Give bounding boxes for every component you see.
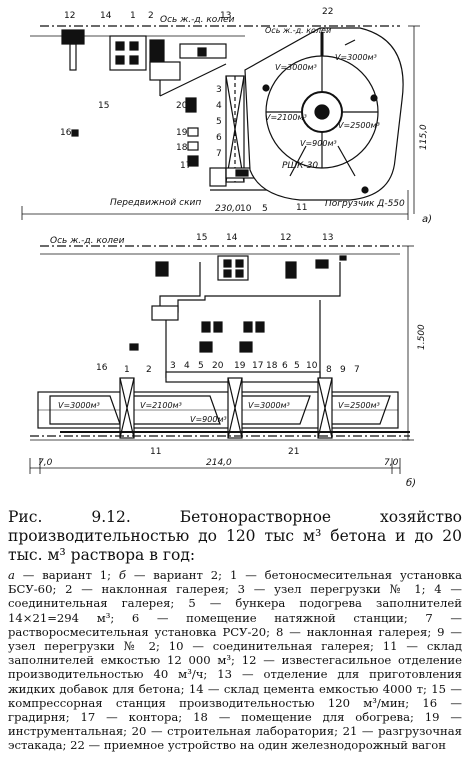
item-a-11: 11 — [296, 203, 307, 213]
item-a-18: 18 — [176, 143, 188, 153]
item-a-3: 3 — [216, 85, 222, 95]
storage-volume-a-4: V=2500м³ — [338, 121, 380, 130]
item-a-12: 12 — [64, 11, 75, 21]
item-a-5: 5 — [216, 117, 222, 127]
storage-volume-a-5: V=900м³ — [300, 139, 337, 148]
item-a-14: 14 — [100, 11, 112, 21]
dim-total-b: 214,0 — [206, 458, 232, 468]
figure-caption: Рис. 9.12. Бетонорастворное хозяйство пр… — [8, 508, 462, 564]
crane-label: РШК-30 — [282, 161, 318, 171]
dim-height-a: 115,0 — [419, 124, 429, 150]
rail-inner-label-a: Ось ж.-д. колеи — [265, 26, 331, 35]
item-a-7: 7 — [216, 149, 222, 159]
item-b-9: 9 — [340, 365, 346, 375]
item-b-8: 8 — [326, 365, 332, 375]
storage-volume-b-3: V=3000м³ — [248, 401, 290, 410]
item-b-1: 1 — [124, 365, 130, 375]
loader-label: Погрузчик Д-550 — [325, 199, 405, 209]
storage-volume-a-3: V=2100м³ — [265, 113, 307, 122]
item-b-2: 2 — [146, 365, 152, 375]
storage-volume-b-2: V=2100м³ — [140, 401, 182, 410]
item-b-6: 6 — [282, 361, 288, 371]
item-a-4: 4 — [216, 101, 222, 111]
figure-legend: а — вариант 1; б — вариант 2; 1 — бетоно… — [8, 568, 462, 753]
item-b-21: 21 — [288, 447, 299, 457]
variant-a-plan — [21, 25, 420, 220]
item-a-15: 15 — [98, 101, 109, 111]
building-12 — [61, 29, 85, 45]
rail-label-b: Ось ж.-д. колеи — [50, 236, 125, 246]
item-a-22: 22 — [322, 7, 333, 17]
variant-mark-a: а) — [422, 214, 432, 225]
item-b-5: 5 — [198, 361, 204, 371]
item-a-10: 10 — [240, 204, 252, 214]
dim-height-b: 1.500 — [417, 324, 427, 350]
item-a-20: 20 — [176, 101, 188, 111]
legend-variant-b-mark: б — [118, 568, 126, 582]
dim-left-b: 7,0 — [38, 458, 53, 468]
item-b-13: 13 — [322, 233, 333, 243]
item-b-17: 17 — [252, 361, 263, 371]
storage-volume-b-5: V=900м³ — [190, 415, 227, 424]
item-a-13: 13 — [220, 11, 231, 21]
dim-right-b: 7,0 — [384, 458, 399, 468]
storage-volume-a-2: V=3000м³ — [335, 53, 377, 62]
legend-variant-a-mark: а — [8, 568, 15, 582]
item-a-19: 19 — [176, 128, 188, 138]
variant-b-labels: Ось ж.-д. колеи V=3000м³ V=2100м³ V=3000… — [38, 233, 427, 489]
item-b-14: 14 — [226, 233, 238, 243]
item-a-17: 17 — [180, 161, 191, 171]
item-a-1: 1 — [130, 11, 136, 21]
item-b-7: 7 — [354, 365, 360, 375]
item-a-16: 16 — [60, 128, 72, 138]
rail-label-a: Ось ж.-д. колеи — [160, 15, 235, 25]
variant-b-plan — [29, 245, 414, 474]
item-b-19: 19 — [234, 361, 246, 371]
variant-a-labels: Ось ж.-д. колеи Ось ж.-д. колеи V=3000м³… — [60, 7, 432, 225]
item-b-5b: 5 — [294, 361, 300, 371]
legend-variant-b-text: — вариант 2; — [125, 568, 230, 582]
building-15-b — [155, 261, 169, 277]
item-a-5b: 5 — [262, 204, 268, 214]
storage-volume-a-1: V=3000м³ — [275, 63, 317, 72]
item-a-2: 2 — [148, 11, 154, 21]
skip-label: Передвижной скип — [110, 198, 201, 208]
item-b-4: 4 — [184, 361, 190, 371]
item-a-6: 6 — [216, 133, 222, 143]
legend-variant-a-text: — вариант 1; — [14, 568, 119, 582]
building-1 — [149, 61, 181, 81]
site-plan-drawing: Ось ж.-д. колеи Ось ж.-д. колеи V=3000м³… — [21, 7, 432, 489]
variant-mark-b: б) — [406, 477, 416, 489]
legend-items-text: 1 — бетоносмесительная установка БСУ-60;… — [8, 568, 463, 753]
item-b-11: 11 — [150, 447, 161, 457]
storage-volume-b-1: V=3000м³ — [58, 401, 100, 410]
storage-volume-b-4: V=2500м³ — [338, 401, 380, 410]
item-b-20: 20 — [212, 361, 224, 371]
item-b-3: 3 — [170, 361, 176, 371]
building-14 — [109, 35, 147, 71]
item-b-18: 18 — [266, 361, 278, 371]
item-b-15: 15 — [196, 233, 207, 243]
item-b-12: 12 — [280, 233, 291, 243]
item-b-10: 10 — [306, 361, 318, 371]
dim-width-a: 230,0 — [215, 204, 241, 214]
item-b-16: 16 — [96, 363, 108, 373]
